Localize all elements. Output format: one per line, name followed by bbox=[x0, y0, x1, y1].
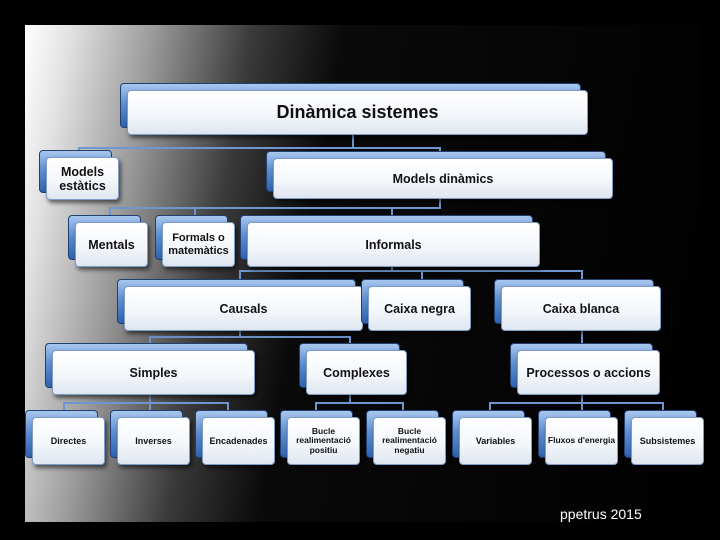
node-label: Fluxos d'energia bbox=[545, 417, 618, 465]
node-causals: Causals bbox=[117, 279, 363, 331]
node-informals: Informals bbox=[240, 215, 540, 267]
node-mentals: Mentals bbox=[68, 215, 148, 267]
connector bbox=[64, 402, 229, 412]
node-fluxos-energia: Fluxos d'energia bbox=[538, 410, 618, 465]
node-label: Inverses bbox=[117, 417, 190, 465]
node-label: Subsistemes bbox=[631, 417, 704, 465]
node-label: Causals bbox=[124, 286, 363, 331]
node-label: Complexes bbox=[306, 350, 407, 395]
node-label: Directes bbox=[32, 417, 105, 465]
node-caixa-blanca: Caixa blanca bbox=[494, 279, 661, 331]
node-formals-matematics: Formals o matemàtics bbox=[155, 215, 235, 267]
node-label: Encadenades bbox=[202, 417, 275, 465]
node-dinamica-sistemes: Dinàmica sistemes bbox=[120, 83, 588, 135]
node-label: Informals bbox=[247, 222, 540, 267]
node-processos-accions: Processos o accions bbox=[510, 343, 660, 395]
node-label: Bucle realimentació negatiu bbox=[373, 417, 446, 465]
node-complexes: Complexes bbox=[299, 343, 407, 395]
author-credit: ppetrus 2015 bbox=[560, 506, 642, 522]
connector bbox=[392, 270, 423, 282]
node-label: Models dinàmics bbox=[273, 158, 613, 199]
node-label: Caixa blanca bbox=[501, 286, 661, 331]
node-caixa-negra: Caixa negra bbox=[361, 279, 471, 331]
node-label: Variables bbox=[459, 417, 532, 465]
node-label: Caixa negra bbox=[368, 286, 471, 331]
node-directes: Directes bbox=[25, 410, 105, 465]
node-label: Processos o accions bbox=[517, 350, 660, 395]
node-label: Simples bbox=[52, 350, 255, 395]
node-models-dinamics: Models dinàmics bbox=[266, 151, 613, 199]
node-label: Mentals bbox=[75, 222, 148, 267]
node-simples: Simples bbox=[45, 343, 255, 395]
node-encadenades: Encadenades bbox=[195, 410, 275, 465]
connector bbox=[316, 402, 404, 412]
node-inverses: Inverses bbox=[110, 410, 190, 465]
connector bbox=[240, 270, 583, 282]
node-variables: Variables bbox=[452, 410, 532, 465]
node-label: Models estàtics bbox=[46, 157, 119, 200]
node-label: Formals o matemàtics bbox=[162, 222, 235, 267]
node-bucle-positiu: Bucle realimentació positiu bbox=[280, 410, 360, 465]
node-subsistemes: Subsistemes bbox=[624, 410, 704, 465]
node-label: Bucle realimentació positiu bbox=[287, 417, 360, 465]
connector bbox=[490, 402, 664, 412]
node-models-estatics: Models estàtics bbox=[39, 150, 119, 200]
node-label: Dinàmica sistemes bbox=[127, 90, 588, 135]
node-bucle-negatiu: Bucle realimentació negatiu bbox=[366, 410, 446, 465]
